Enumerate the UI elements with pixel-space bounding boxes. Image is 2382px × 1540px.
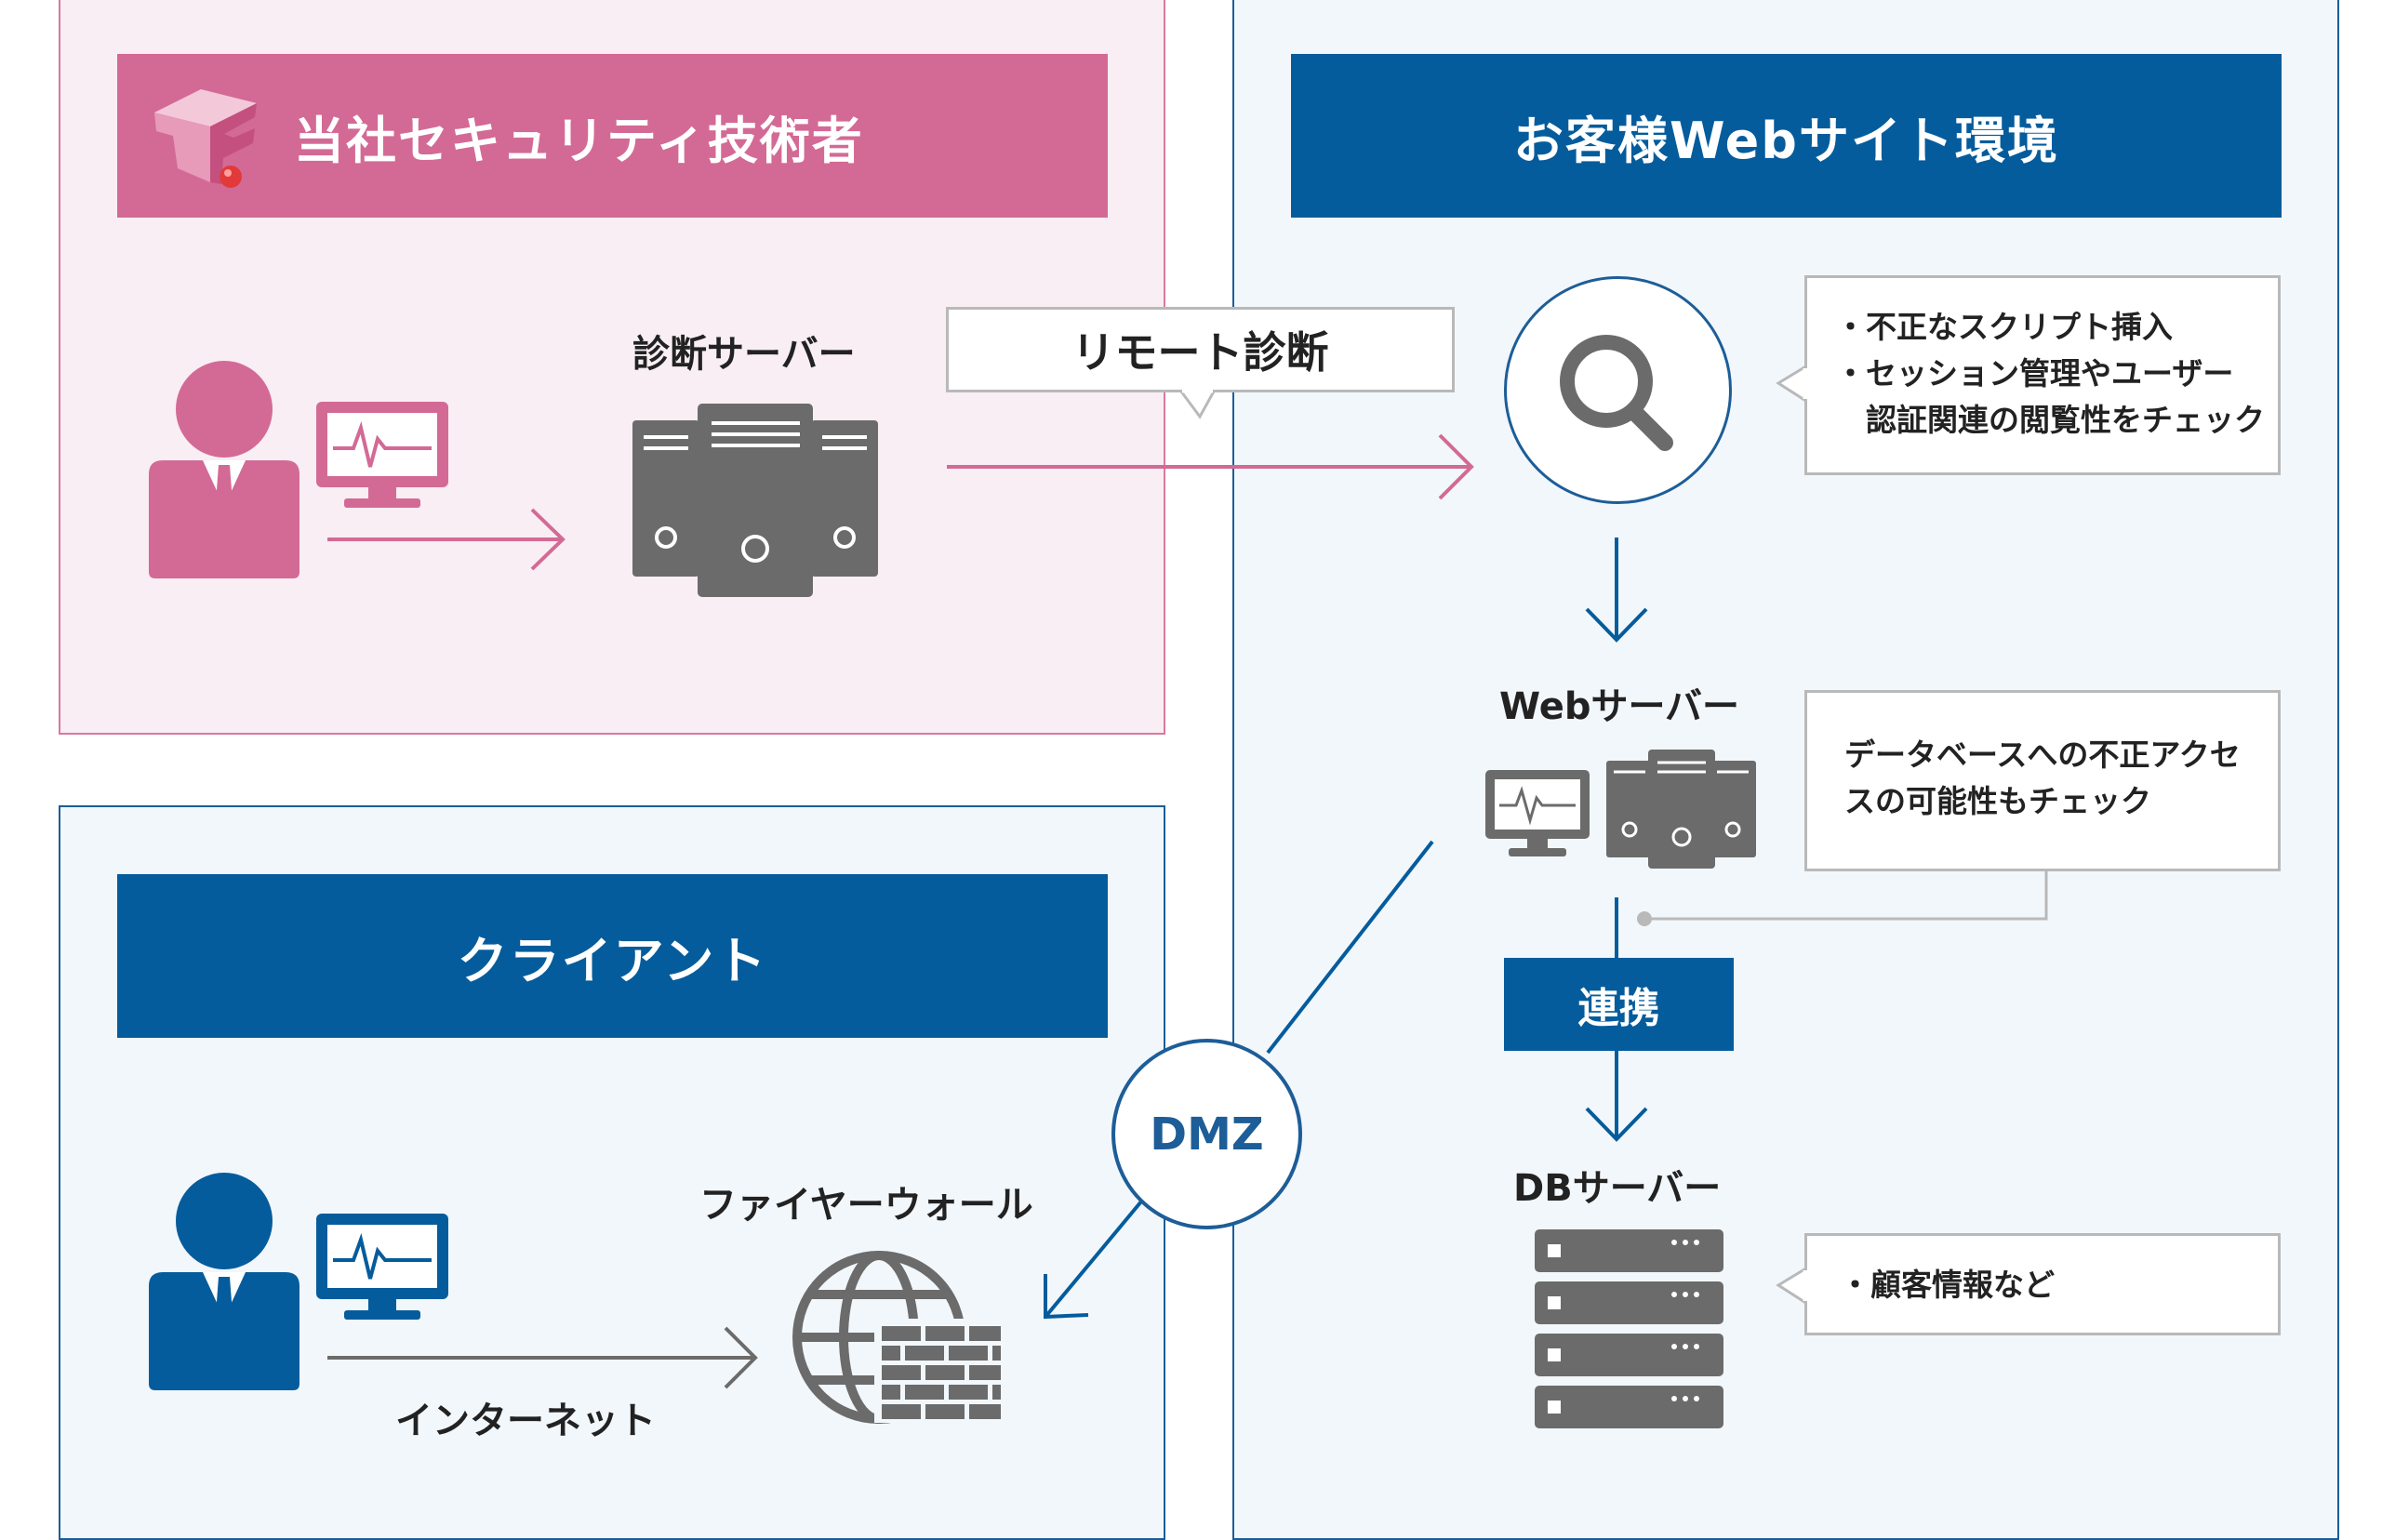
firewall-label: ファイヤーウォール [699,1184,1033,1227]
client-to-firewall-arrow [327,1326,758,1389]
client-header: クライアント [117,874,1108,1038]
security-engineer-title: 当社セキュリティ技術者 [294,111,864,170]
inspection-circle [1504,276,1732,504]
search-callout-line-3: 認証関連の閲覧性をチェック [1835,402,2265,438]
firewall-icon [792,1251,1005,1424]
web-server-icon [1606,750,1756,869]
web-to-db-link-line [1585,897,1648,1142]
magnifier-icon [1560,335,1673,451]
customer-website-title: お客様Webサイト環境 [1513,111,2059,170]
web-callout: データベースへの不正アクセ スの可能性もチェック [1804,690,2281,871]
client-monitor-icon [316,1214,448,1320]
search-callout-line-2: ・セッション管理やユーザー [1835,355,2234,392]
customer-website-header: お客様Webサイト環境 [1291,54,2282,218]
company-logo-icon [154,89,257,188]
remote-diagnosis-label: リモート診断 [946,307,1455,392]
engineer-person-icon [149,361,299,578]
search-callout: ・不正なスクリプト挿入 ・セッション管理やユーザー 認証関連の閲覧性をチェック [1804,275,2281,475]
diagnosis-server-icon [632,404,878,597]
web-callout-line-2: スの可能性もチェック [1844,783,2151,819]
web-callout-connector [1637,871,2048,926]
search-callout-line-1: ・不正なスクリプト挿入 [1835,309,2173,345]
security-engineer-header: 当社セキュリティ技術者 [117,54,1108,218]
db-server-label: DBサーバー [1513,1167,1722,1210]
client-title: クライアント [457,931,768,990]
db-callout: ・顧客情報など [1804,1233,2281,1335]
db-callout-line-1: ・顧客情報など [1840,1267,2055,1303]
inspection-to-web-arrow [1585,538,1648,643]
dmz-badge: DMZ [1111,1039,1302,1229]
internet-label: インターネット [395,1400,656,1442]
link-label: 連携 [1504,958,1734,1051]
callout-pointers [1178,365,1808,1305]
web-callout-line-1: データベースへの不正アクセ [1844,737,2241,773]
engineer-to-server-arrow [327,508,566,571]
web-monitor-icon [1485,770,1590,856]
remote-diagnosis-arrow [947,433,1474,500]
dmz-connection-arrow [1044,840,1434,1320]
client-person-icon [149,1173,299,1390]
web-server-label: Webサーバー [1499,685,1740,728]
engineer-monitor-icon [316,402,448,508]
db-server-icon [1535,1229,1723,1428]
diagnosis-server-label: 診断サーバー [632,333,856,376]
